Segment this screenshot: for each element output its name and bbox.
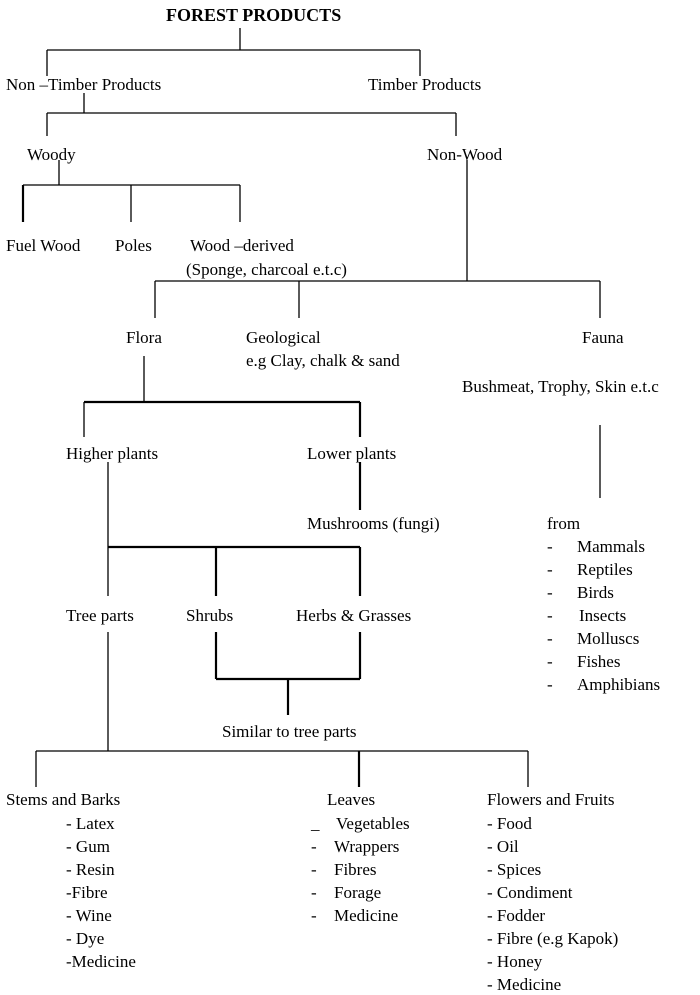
flowers-fruits-list: - Food - Oil - Spices - Condiment - Fodd… [487,814,618,995]
node-mushrooms: Mushrooms (fungi) [307,514,440,533]
node-herbs-grasses: Herbs & Grasses [296,606,412,625]
diagram-title: FOREST PRODUCTS [166,5,342,25]
node-leaves: Leaves [327,790,376,809]
fauna-sources-list: from -Mammals -Reptiles -Birds -Insects … [547,514,660,698]
fauna-source-item: -Insects [547,606,627,625]
node-lower-plants: Lower plants [307,444,397,463]
fauna-source-item: -Birds [547,583,614,602]
node-geological: Geological [246,328,321,347]
node-flowers-and-fruits: Flowers and Fruits [487,790,615,809]
flowers-fruits-item: - Condiment [487,883,573,902]
node-stems-and-barks: Stems and Barks [6,790,121,809]
leaves-list: _Vegetables -Wrappers -Fibres -Forage -M… [311,814,410,929]
node-fauna: Fauna [582,328,624,347]
flowers-fruits-item: - Fibre (e.g Kapok) [487,929,619,948]
stems-barks-item: - Wine [66,906,112,925]
node-poles: Poles [115,236,152,255]
stems-barks-list: - Latex - Gum - Resin -Fibre - Wine - Dy… [66,814,136,975]
flowers-fruits-item: - Spices [487,860,542,879]
leaves-item: -Medicine [311,906,399,925]
flowers-fruits-item: - Oil [487,837,519,856]
stems-barks-item: - Resin [66,860,115,879]
fauna-source-item: -Molluscs [547,629,640,648]
node-geological-examples: e.g Clay, chalk & sand [246,351,400,370]
stems-barks-item: -Medicine [66,952,136,971]
leaves-item: -Wrappers [311,837,400,856]
leaves-item: _Vegetables [311,814,410,833]
node-fauna-examples: Bushmeat, Trophy, Skin e.t.c [462,377,659,396]
flowers-fruits-item: - Medicine [487,975,562,994]
fauna-sources-heading: from [547,514,581,533]
node-non-wood: Non-Wood [427,145,503,164]
node-tree-parts: Tree parts [66,606,134,625]
node-timber-products: Timber Products [368,75,482,94]
leaves-item: -Forage [311,883,382,902]
node-flora: Flora [126,328,162,347]
fauna-source-item: -Reptiles [547,560,633,579]
fauna-source-item: -Amphibians [547,675,661,694]
node-woody: Woody [27,145,76,164]
stems-barks-item: - Gum [66,837,110,856]
node-similar-to-tree-parts: Similar to tree parts [222,722,357,741]
leaves-item: -Fibres [311,860,377,879]
node-wood-derived-examples: (Sponge, charcoal e.t.c) [186,260,347,279]
node-fuel-wood: Fuel Wood [6,236,81,255]
stems-barks-item: -Fibre [66,883,108,902]
node-shrubs: Shrubs [186,606,234,625]
flowers-fruits-item: - Honey [487,952,543,971]
flowers-fruits-item: - Food [487,814,532,833]
node-non-timber-products: Non –Timber Products [6,75,162,94]
node-higher-plants: Higher plants [66,444,159,463]
stems-barks-item: - Latex [66,814,115,833]
flowers-fruits-item: - Fodder [487,906,546,925]
node-wood-derived: Wood –derived [190,236,294,255]
stems-barks-item: - Dye [66,929,105,948]
fauna-source-item: -Fishes [547,652,621,671]
fauna-source-item: -Mammals [547,537,645,556]
